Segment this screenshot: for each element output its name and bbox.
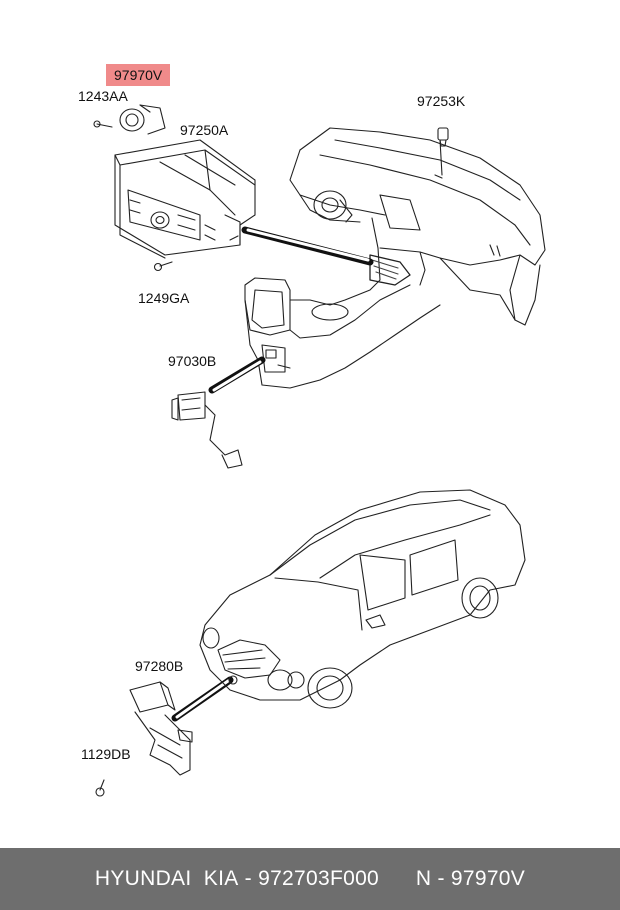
part-label-1243AA: 1243AA [78,88,128,104]
part-info-footer: HYUNDAI KIA - 972703F000 N - 97970V [0,848,620,910]
module-bracket [129,681,193,776]
parts-diagram [93,104,546,797]
footer-part-number: 972703F000 [258,867,380,890]
footer-ref-code: 97970V [450,867,526,890]
part-label-97253K: 97253K [417,93,466,109]
part-label-97250A: 97250A [180,122,229,138]
console-drawing [244,254,441,389]
part-label-1249GA: 1249GA [138,290,190,306]
heater-control-unit [114,139,256,259]
car-drawing [199,489,526,709]
part-label-97030B: 97030B [168,353,217,369]
footer-separator: - [238,867,259,890]
footer-ref-prefix: N - [415,867,451,890]
part-label-1129DB: 1129DB [81,746,131,762]
footer-gap [379,867,416,891]
footer-brand: HYUNDAI KIA [94,867,239,890]
harness-lines [171,226,374,722]
dashboard-drawing [289,127,546,326]
switch-assembly [171,391,243,469]
part-label-97970V: 97970V [106,64,171,86]
sensor-part-drawing [119,104,166,135]
screw-drawings [93,120,173,797]
part-label-97280B: 97280B [135,658,184,674]
